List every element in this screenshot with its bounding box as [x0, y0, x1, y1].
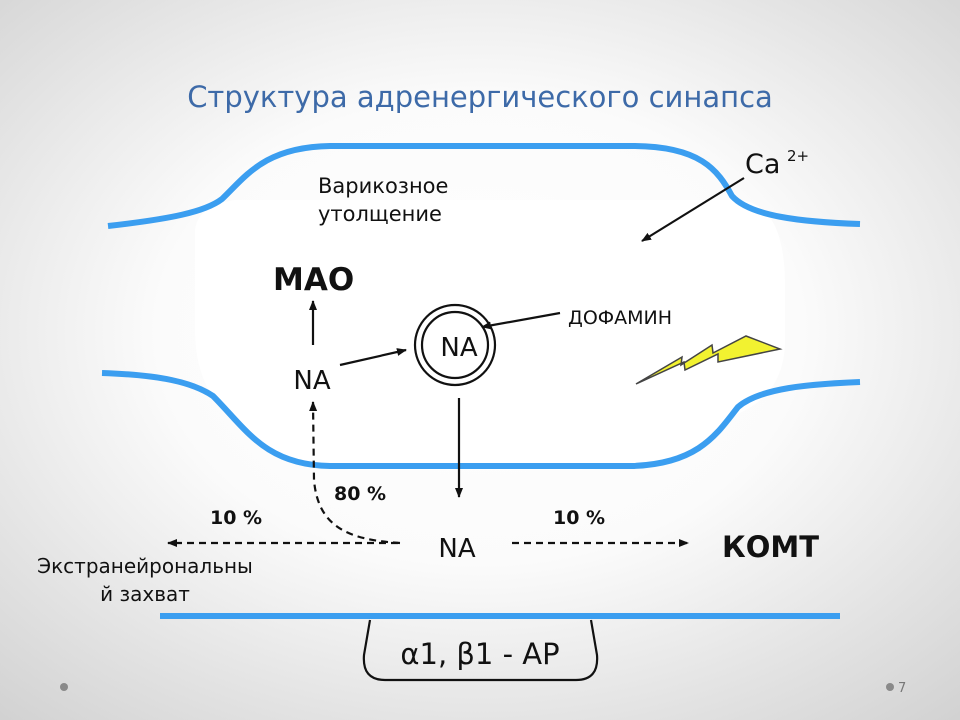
na-cleft: NA	[438, 534, 475, 564]
vesicle-outer	[413, 303, 497, 387]
dopamine-label: ДОФАМИН	[568, 307, 672, 329]
dopamine-arrow	[481, 311, 561, 330]
calcium-arrow	[641, 177, 745, 242]
receptor-label: α1, β1 - АР	[400, 637, 559, 671]
varicosity-label-line2: утолщение	[318, 202, 442, 226]
membrane-lower	[101, 370, 861, 469]
lightning-icon	[635, 335, 783, 385]
vesicle-inner	[420, 310, 490, 380]
reuptake-arrow	[309, 401, 401, 545]
slide-title: Структура адренергического синапса	[187, 80, 773, 114]
slide-dot-right	[886, 683, 894, 691]
calcium-superscript: 2+	[787, 147, 809, 165]
calcium-label: Ca	[745, 149, 780, 180]
membrane-upper	[107, 143, 861, 229]
mao-label: МАО	[273, 262, 354, 298]
slide-dot-left	[60, 683, 68, 691]
percent-10-left-label: 10 %	[210, 507, 262, 529]
na-to-vesicle-arrow	[339, 348, 407, 367]
varicosity-label-line1: Варикозное	[318, 174, 448, 198]
percent-10-right-label: 10 %	[553, 507, 605, 529]
extraneuronal-label-line2: й захват	[100, 582, 190, 606]
varicosity-body	[195, 200, 785, 470]
comt-label: КОМТ	[722, 530, 819, 564]
page-number: 7	[898, 681, 906, 696]
na-vesicle: NA	[440, 333, 477, 363]
na-intracellular: NA	[293, 366, 330, 396]
receptor-bracket	[362, 619, 599, 682]
extraneuronal-label-line1: Экстранейрональны	[37, 554, 253, 578]
percent-80-label: 80 %	[334, 483, 386, 505]
